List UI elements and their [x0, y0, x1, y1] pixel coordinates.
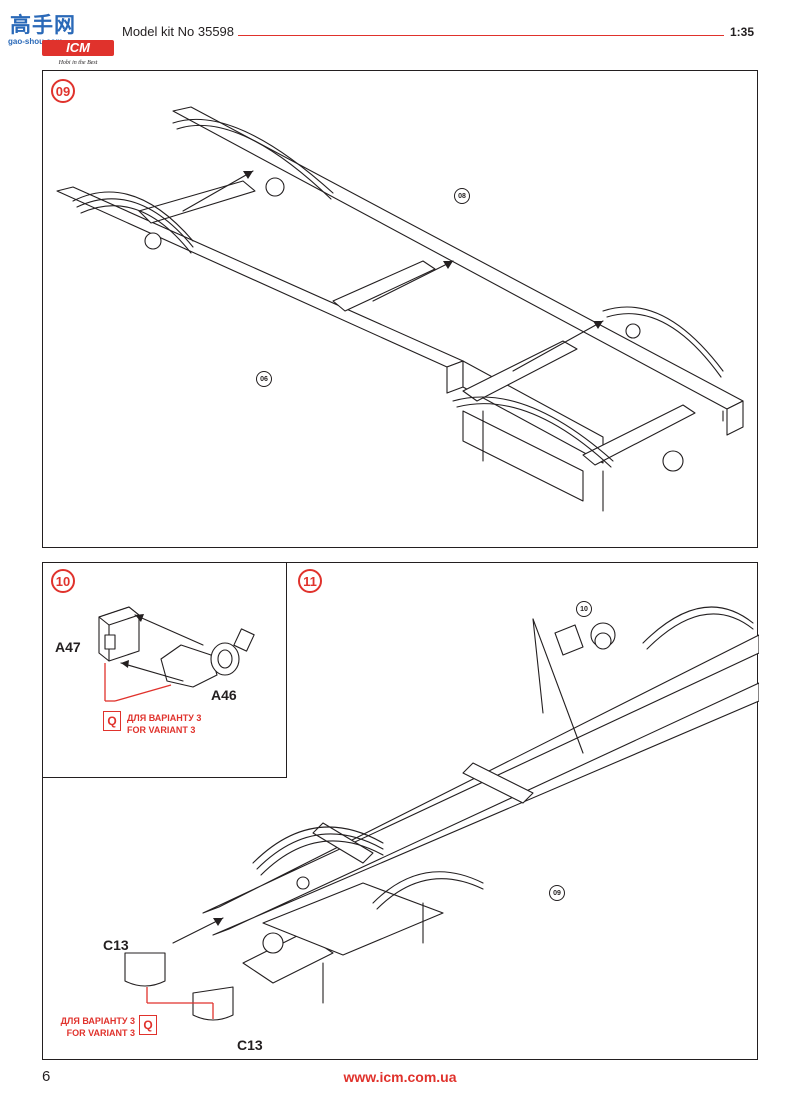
- part-label-c13-upper: C13: [103, 937, 129, 953]
- variant-note-step-10: ДЛЯ ВАРІАНТУ 3 FOR VARIANT 3: [127, 712, 201, 736]
- header-scale: 1:35: [730, 25, 755, 39]
- variant-note-en: FOR VARIANT 3: [127, 725, 196, 735]
- icm-logo-icon: ICM Hobi in the Best: [42, 40, 114, 66]
- callout-09: 09: [549, 885, 565, 901]
- page-number: 6: [42, 1068, 51, 1085]
- variant-note-ua: ДЛЯ ВАРІАНТУ 3: [60, 1016, 135, 1026]
- tagline-text: Hobi in the Best: [58, 60, 98, 66]
- footer-url[interactable]: www.icm.com.ua: [343, 1069, 457, 1085]
- callout-10: 10: [576, 601, 592, 617]
- q-box-step-11: Q: [139, 1015, 157, 1035]
- watermark-title: 高手网: [10, 14, 76, 37]
- header-divider: [238, 35, 724, 36]
- chassis-diagram-step-11: [124, 606, 759, 1021]
- part-diagram-step-10: [98, 606, 255, 702]
- step-badge-09: 09: [51, 79, 75, 103]
- chassis-diagram-step-09: [56, 106, 744, 512]
- part-label-a46: A46: [211, 687, 237, 703]
- variant-note-step-11: ДЛЯ ВАРІАНТУ 3 FOR VARIANT 3: [43, 1015, 135, 1039]
- callout-06: 06: [256, 371, 272, 387]
- step-10-panel: 10 A47 A46 Q ДЛЯ ВАРІАНТУ 3 FOR VARIANT …: [42, 562, 287, 778]
- watermark-domain: gao-shou.com: [8, 37, 63, 46]
- watermark-logo: 高手网 gao-shou.com ICM Hobi in the Best: [4, 4, 124, 66]
- part-label-c13-lower: C13: [237, 1037, 263, 1053]
- step-badge-10: 10: [51, 569, 75, 593]
- header-title: Model kit No 35598: [122, 24, 235, 39]
- variant-note-ua: ДЛЯ ВАРІАНТУ 3: [127, 713, 202, 723]
- variant-note-en: FOR VARIANT 3: [66, 1028, 135, 1038]
- part-label-a47: A47: [55, 639, 81, 655]
- q-box-step-10: Q: [103, 711, 121, 731]
- step-badge-11: 11: [298, 569, 322, 593]
- callout-08: 08: [454, 188, 470, 204]
- step-09-panel: 09 08 06: [42, 70, 758, 548]
- brand-text: ICM: [66, 40, 91, 55]
